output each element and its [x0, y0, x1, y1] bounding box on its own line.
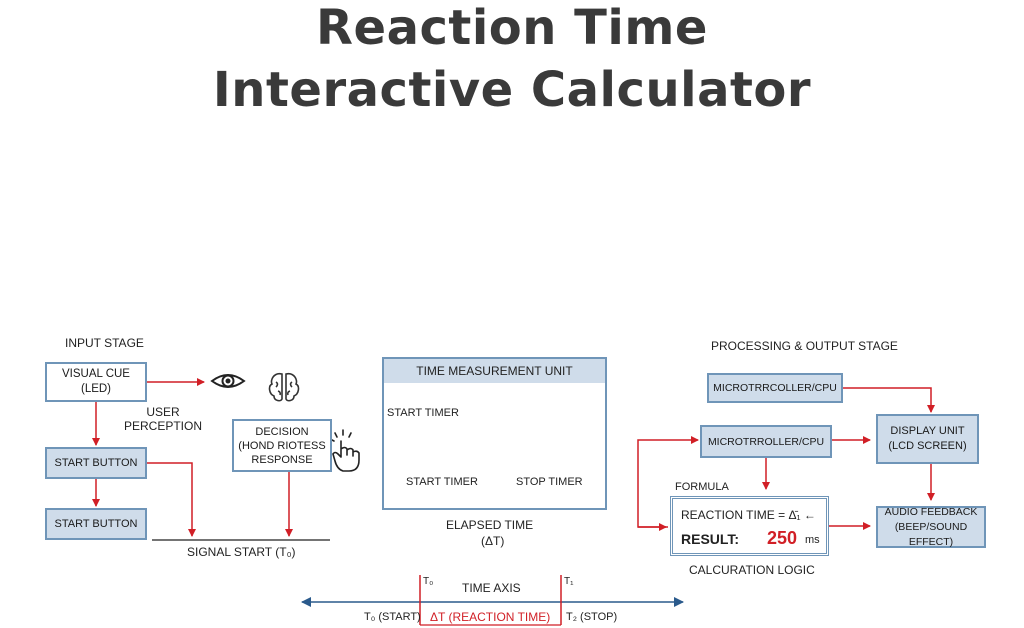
output-stage-heading: PROCESSING & OUTPUT STAGE	[711, 339, 898, 353]
t0-label: T₀	[423, 576, 434, 587]
result-value: 250	[767, 528, 798, 548]
t1-stop-label: T₂ (STOP)	[566, 611, 618, 623]
title-line-2: Interactive Calculator	[212, 62, 812, 118]
formula-label: FORMULA	[675, 481, 729, 493]
time-measurement-heading: TIME MEASUREMENT UNIT	[384, 359, 605, 383]
start-button-1-label: START BUTTON	[54, 457, 138, 469]
title-line-1: Reaction Time	[316, 0, 708, 56]
stop-timer-label: STOP TIMER	[516, 476, 583, 488]
start-button-2[interactable]: START BUTTON	[45, 508, 147, 540]
brain-icon	[268, 372, 300, 402]
delta-reaction-time-label: ΔT (REACTION TIME)	[430, 610, 551, 624]
arrow-start-to-signal	[147, 462, 196, 537]
t0-start-label: T₀ (START)	[364, 611, 421, 623]
formula-text: REACTION TIME = Δ̄₁ ←	[681, 508, 816, 522]
cpu-box-2: MICROTRROLLER/CPU	[700, 425, 832, 458]
result-label: RESULT:	[681, 531, 740, 547]
t1-label: T₁	[564, 576, 574, 587]
audio-feedback-label: AUDIO FEEDBACK (BEEP/SOUND EFFECT)	[884, 505, 978, 548]
time-measurement-frame: TIME MEASUREMENT UNIT	[382, 357, 607, 510]
input-stage-heading: INPUT STAGE	[65, 336, 144, 350]
decision-label: DECISION (HOND RIOTESS RESPONSE	[238, 425, 326, 466]
eye-icon	[210, 374, 246, 388]
decision-box: DECISION (HOND RIOTESS RESPONSE	[232, 419, 332, 472]
arrow-cpu1-to-display	[843, 387, 935, 413]
time-axis-label: TIME AXIS	[462, 581, 521, 595]
calculation-logic-label: CALCURATION LOGIC	[689, 563, 815, 577]
result-unit: ms	[805, 534, 820, 546]
cpu-box-1: MICROTRRCOLLER/CPU	[707, 373, 843, 403]
formula-box: REACTION TIME = Δ̄₁ ← RESULT: 250 ms	[670, 496, 829, 556]
signal-start-label: SIGNAL START (T₀)	[187, 545, 296, 559]
display-unit-box: DISPLAY UNIT (LCD SCREEN)	[876, 414, 979, 464]
hand-click-icon	[329, 429, 360, 472]
start-timer-bottom-label: START TIMER	[406, 476, 478, 488]
visual-cue-label: VISUAL CUE (LED)	[62, 368, 130, 395]
start-button-2-label: START BUTTON	[54, 518, 138, 530]
visual-cue-box: VISUAL CUE (LED)	[45, 362, 147, 402]
audio-feedback-box: AUDIO FEEDBACK (BEEP/SOUND EFFECT)	[876, 506, 986, 548]
cpu-box-1-label: MICROTRRCOLLER/CPU	[713, 382, 837, 394]
display-unit-label: DISPLAY UNIT (LCD SCREEN)	[888, 425, 967, 452]
start-timer-top-label: START TIMER	[387, 407, 459, 419]
start-button-1[interactable]: START BUTTON	[45, 447, 147, 479]
elapsed-time-symbol: (ΔT)	[481, 534, 505, 548]
user-perception-label: USER PERCEPTION	[124, 405, 203, 433]
cpu-box-2-label: MICROTRROLLER/CPU	[707, 435, 825, 448]
elapsed-time-label: ELAPSED TIME	[446, 518, 534, 532]
